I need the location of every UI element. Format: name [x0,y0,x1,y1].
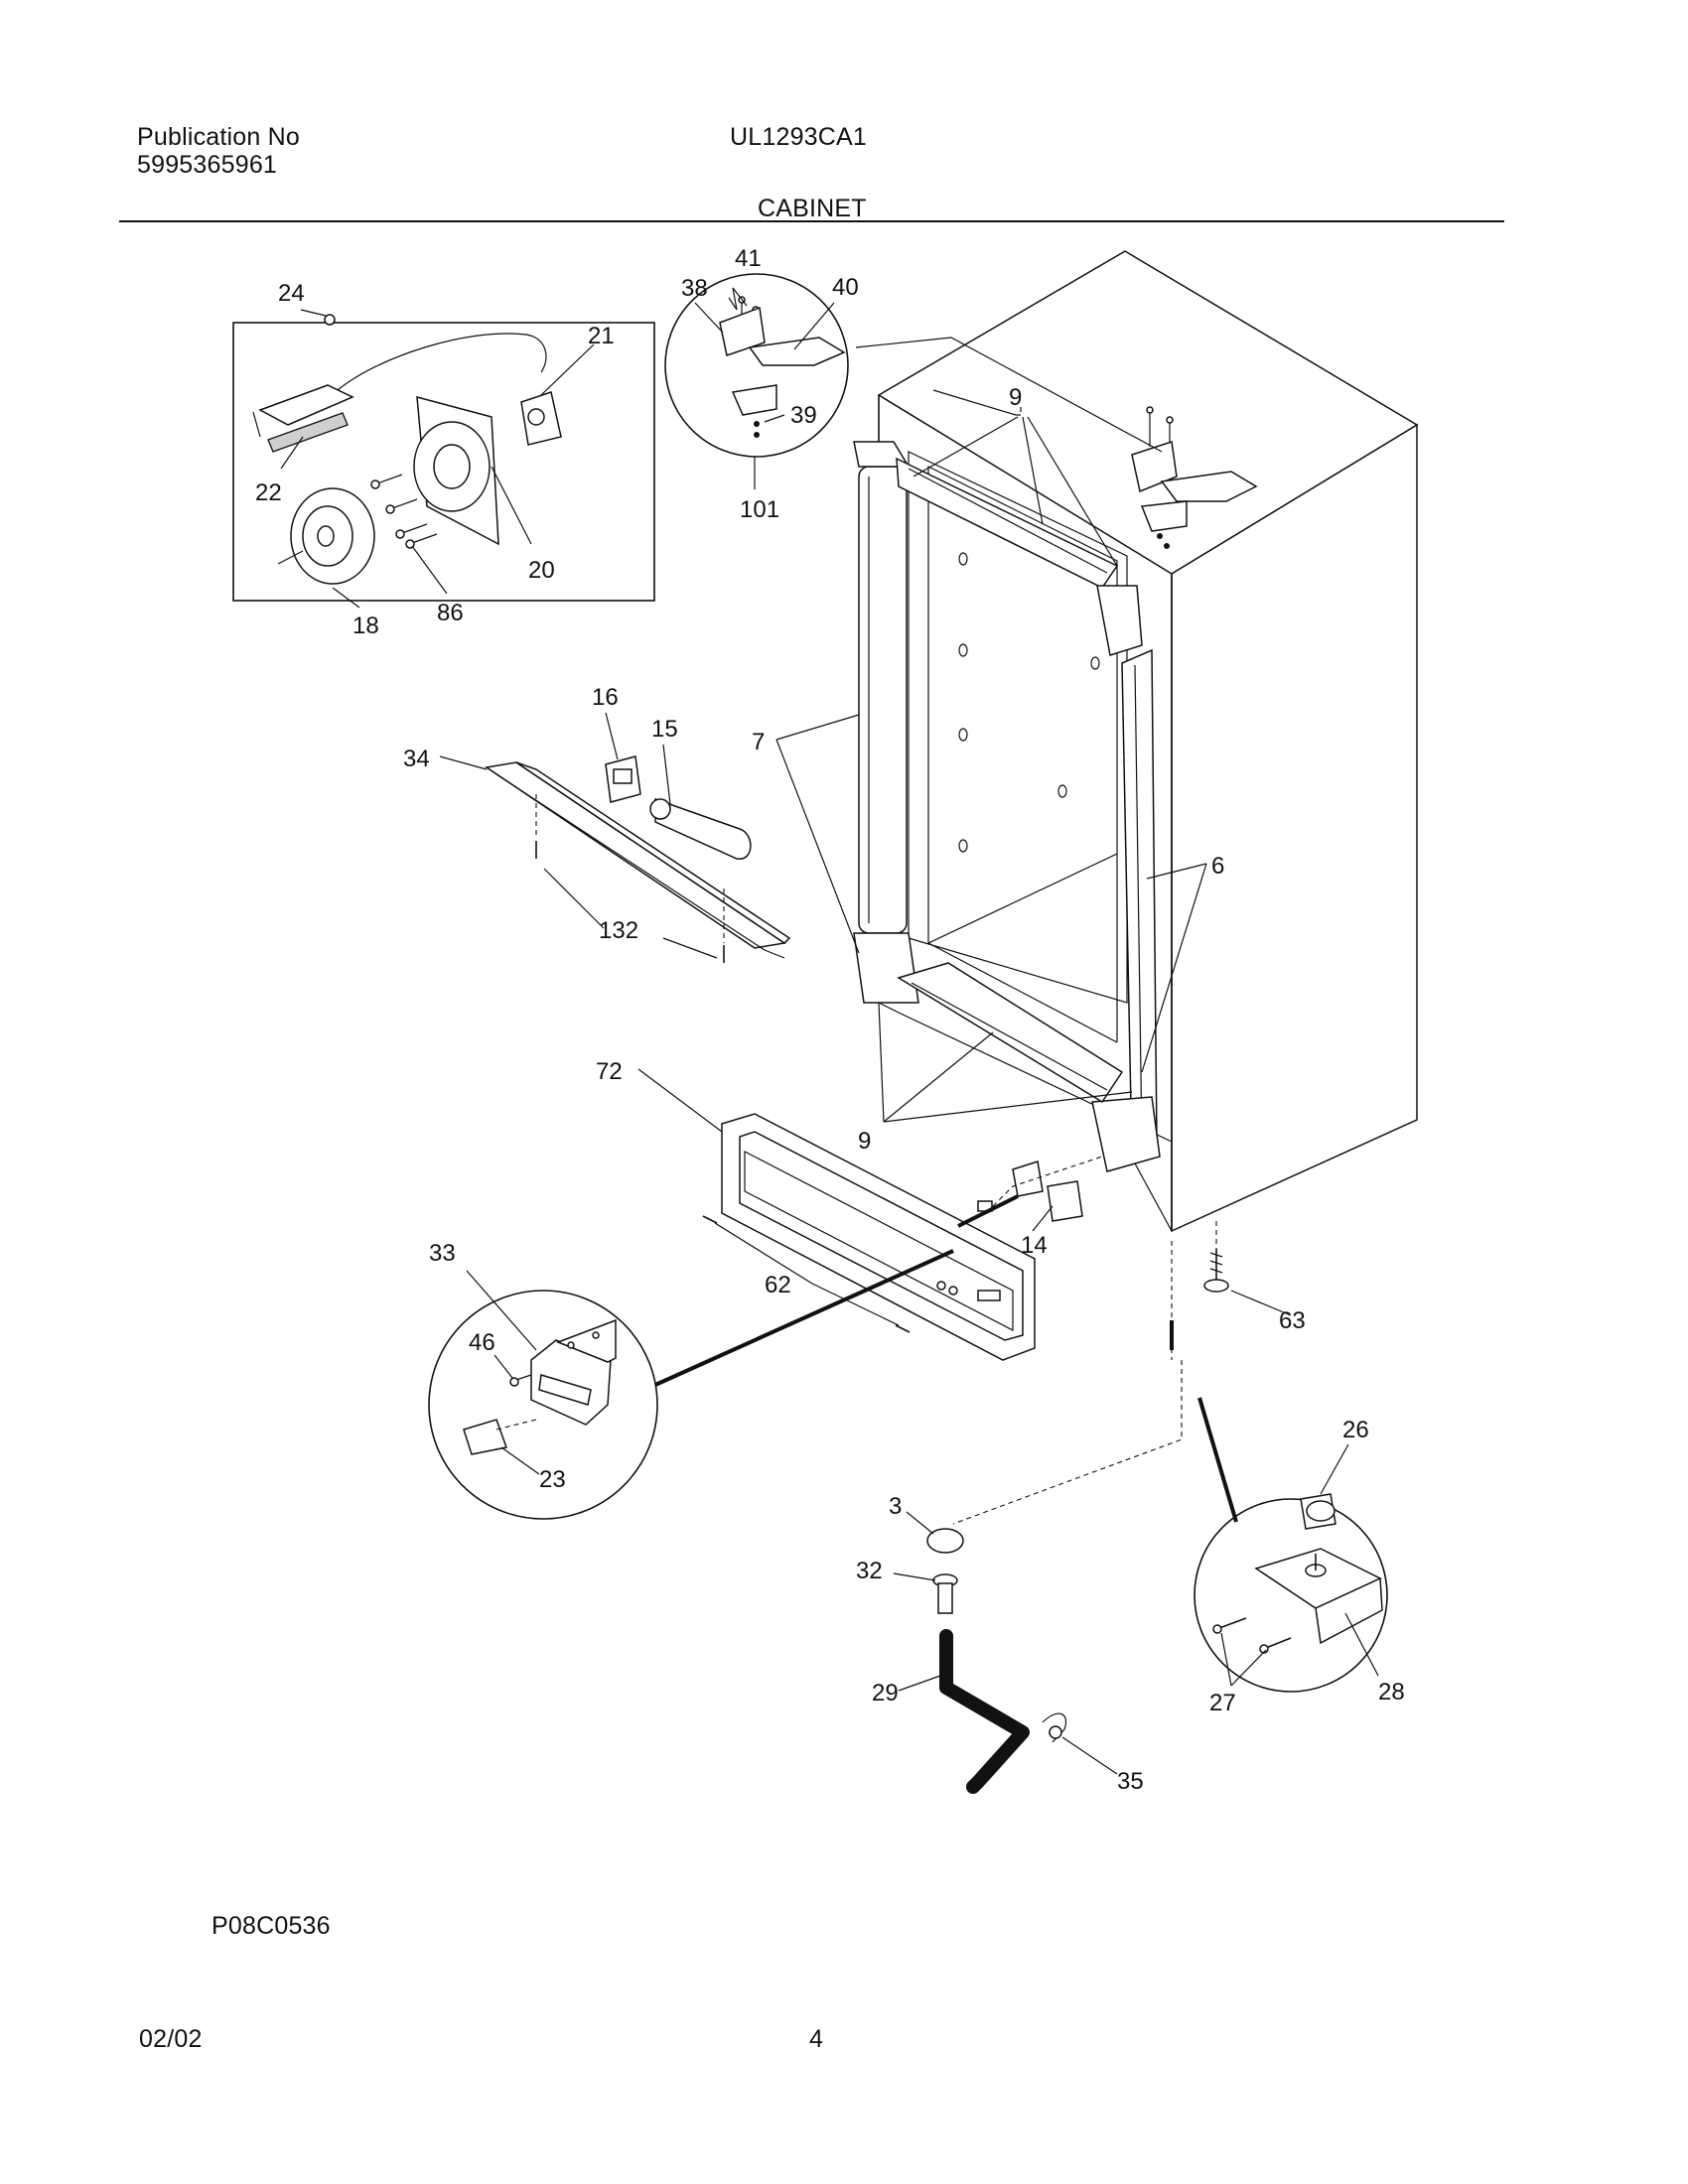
callout-22: 22 [255,479,282,506]
door-switch-detail [428,1249,954,1520]
top-hinge-detail [664,273,849,458]
callout-16: 16 [592,684,619,711]
gasket-left [858,466,908,934]
callout-46: 46 [469,1329,495,1356]
figure-code: P08C0536 [211,1912,331,1940]
publication-label: Publication No [137,123,301,151]
callout-132: 132 [599,917,638,944]
callout-7: 7 [752,729,765,755]
callout-9-top: 9 [1009,384,1022,411]
callout-9-bottom: 9 [858,1128,871,1155]
callout-27: 27 [1209,1690,1236,1716]
callout-32: 32 [856,1558,883,1584]
callout-20: 20 [528,557,555,584]
callout-15: 15 [651,716,678,743]
leader-lines [280,287,1379,1775]
callout-3: 3 [889,1493,902,1520]
page-number: 4 [809,2025,824,2053]
callout-62: 62 [765,1272,791,1298]
model-number: UL1293CA1 [730,123,868,151]
header-divider [119,220,1504,222]
light-shield-assembly [485,755,791,963]
callout-14: 14 [1021,1232,1048,1259]
callout-41: 41 [735,245,762,272]
callout-28: 28 [1378,1679,1405,1706]
callout-34: 34 [403,746,430,772]
top-hinge-on-cabinet [1131,406,1258,549]
section-title: CABINET [758,195,867,222]
drain-parts [926,1241,1183,1794]
callout-21: 21 [588,323,615,349]
callout-24: 24 [278,280,305,307]
fan-motor-assembly [232,314,655,602]
callout-63: 63 [1279,1307,1306,1334]
footer-date: 02/02 [139,2025,203,2053]
callout-38: 38 [681,275,708,302]
callout-35: 35 [1117,1768,1144,1795]
callout-23: 23 [539,1466,566,1493]
screws-86 [370,474,438,549]
callout-33: 33 [429,1240,456,1267]
leveling-leg [1203,1249,1229,1293]
callout-18: 18 [352,613,379,639]
cabinet-body [853,250,1419,1293]
control-panel-frame [702,1113,1036,1361]
callout-labels: 24 21 22 20 18 86 41 38 40 39 101 9 7 6 … [255,245,1405,1795]
bottom-hinge-detail [1170,1320,1388,1693]
publication-number: 5995365961 [137,151,278,179]
callout-39: 39 [790,402,817,429]
callout-6: 6 [1211,853,1224,880]
gasket-right [1121,648,1158,1159]
callout-40: 40 [832,274,859,301]
callout-72: 72 [596,1058,623,1085]
callout-101: 101 [740,496,779,523]
callout-86: 86 [437,600,464,626]
liner-holes [958,552,1100,853]
gasket-bottom [897,962,1124,1104]
callout-29: 29 [872,1680,899,1706]
callout-26: 26 [1342,1417,1369,1443]
